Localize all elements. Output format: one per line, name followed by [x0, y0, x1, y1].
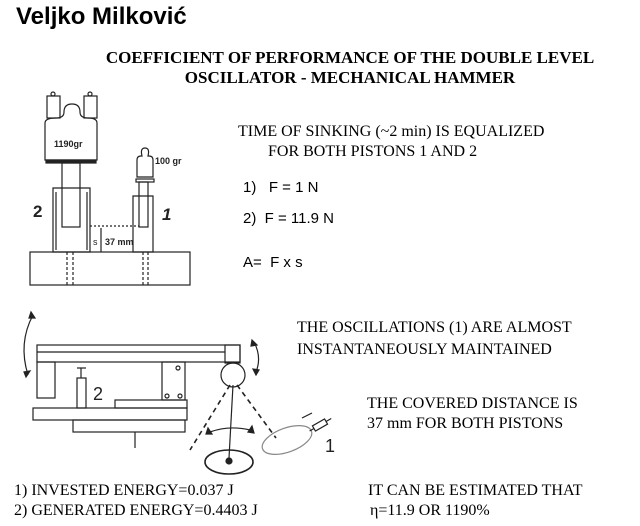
force-2: 2) F = 11.9 N — [243, 210, 335, 227]
weight-100-icon — [135, 147, 155, 183]
syringe-1-icon — [309, 417, 332, 432]
rotate-arrow-right — [253, 341, 260, 373]
s-label: s — [93, 237, 98, 247]
rotate-arrow-left — [23, 314, 34, 376]
piston-1-label: 1 — [162, 205, 171, 224]
distance-line-1: THE COVERED DISTANCE IS — [367, 395, 578, 412]
invested-energy: 1) INVESTED ENERGY=0.037 J — [14, 482, 234, 499]
distance-line-2: 37 mm FOR BOTH PISTONS — [367, 415, 564, 432]
piston-2-stem — [61, 162, 81, 228]
cylinder-2 — [52, 187, 91, 253]
hammer-piston-1-label: 1 — [325, 436, 335, 456]
syringe-2-icon — [76, 367, 87, 409]
pendulum-rod — [228, 384, 234, 459]
base-channels — [66, 252, 149, 285]
author-name: Veljko Milković — [16, 3, 187, 30]
hammer-diagram: 2 1 — [23, 310, 335, 475]
sinking-line-1: TIME OF SINKING (~2 min) IS EQUALIZED — [238, 123, 545, 140]
piston-1-stem — [138, 181, 149, 228]
pivot-box — [224, 344, 241, 364]
base-block — [29, 251, 191, 286]
piston-2-label: 2 — [33, 202, 42, 221]
force-1: 1) F = 1 N — [243, 179, 319, 196]
weight-big-label: 1190gr — [54, 139, 83, 149]
pivot-joint — [220, 362, 246, 388]
estimate-line-2: η=11.9 OR 1190% — [370, 502, 490, 519]
work-formula: A= F x s — [243, 254, 303, 271]
title-line-2: OSCILLATOR - MECHANICAL HAMMER — [184, 68, 516, 87]
generated-energy: 2) GENERATED ENERGY=0.4403 J — [14, 502, 258, 519]
hammer-piston-2-label: 2 — [93, 384, 103, 404]
weight-1190-icon — [44, 91, 98, 164]
swing-arrow — [209, 427, 251, 433]
oscillations-line-1: THE OSCILLATIONS (1) ARE ALMOST — [297, 319, 572, 336]
sinking-line-2: FOR BOTH PISTONS 1 AND 2 — [268, 143, 478, 160]
hammer-head — [204, 449, 254, 475]
estimate-line-1: IT CAN BE ESTIMATED THAT — [368, 482, 583, 499]
push-arrow — [301, 412, 313, 419]
distance-label: 37 mm — [105, 237, 134, 247]
weight-small-label: 100 gr — [155, 156, 182, 166]
title-line-1: COEFFICIENT OF PERFORMANCE OF THE DOUBLE… — [105, 48, 595, 67]
hammer-ghost — [261, 425, 313, 455]
oscillations-line-2: INSTANTANEOUSLY MAINTAINED — [297, 341, 552, 358]
cylinder-1 — [132, 195, 154, 253]
